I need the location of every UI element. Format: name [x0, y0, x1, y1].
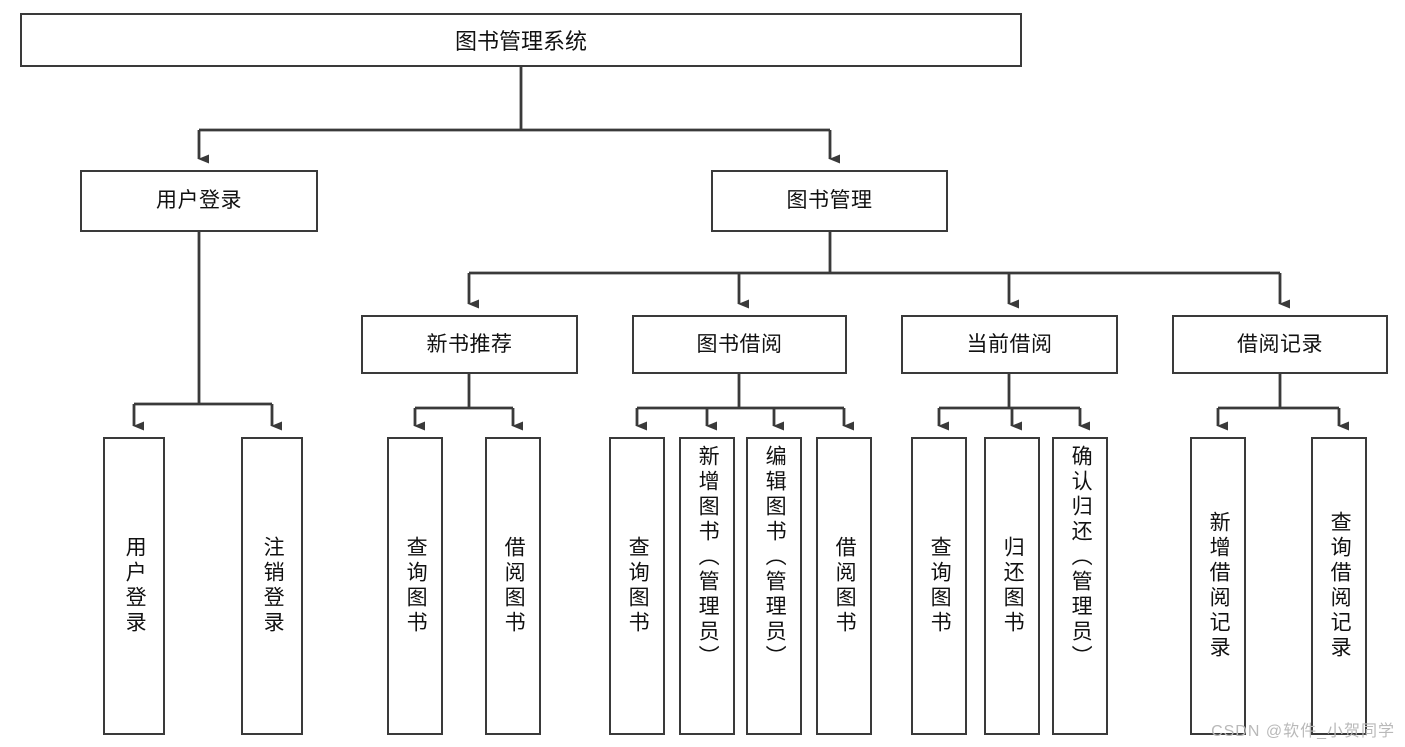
csdn-watermark: CSDN @软件_小贺同学: [1211, 723, 1395, 740]
node-new-book-rec[interactable]: 新书推荐: [361, 315, 578, 374]
leaf-label: 借阅图书: [502, 536, 526, 636]
leaf-add-record[interactable]: 新增借阅记录: [1190, 437, 1246, 735]
leaf-user-logout[interactable]: 注销登录: [241, 437, 303, 735]
leaf-borrow-book-1[interactable]: 借阅图书: [485, 437, 541, 735]
leaf-add-book[interactable]: 新增图书（管理员）: [679, 437, 735, 735]
leaf-label: 查询图书: [404, 536, 428, 636]
leaf-confirm-return[interactable]: 确认归还（管理员）: [1052, 437, 1108, 735]
leaf-label: 新增借阅记录: [1207, 511, 1231, 661]
node-book-manage[interactable]: 图书管理: [711, 170, 948, 232]
leaf-label: 新增图书（管理员）: [696, 445, 720, 670]
leaf-label: 查询借阅记录: [1328, 511, 1352, 661]
leaf-query-book-1[interactable]: 查询图书: [387, 437, 443, 735]
leaf-query-record[interactable]: 查询借阅记录: [1311, 437, 1367, 735]
node-book-borrow[interactable]: 图书借阅: [632, 315, 847, 374]
node-borrow-record[interactable]: 借阅记录: [1172, 315, 1388, 374]
leaf-user-login[interactable]: 用户登录: [103, 437, 165, 735]
leaf-label: 确认归还（管理员）: [1069, 445, 1093, 670]
leaf-label: 借阅图书: [833, 536, 857, 636]
leaf-label: 用户登录: [123, 536, 147, 636]
leaf-edit-book[interactable]: 编辑图书（管理员）: [746, 437, 802, 735]
node-user-login[interactable]: 用户登录: [80, 170, 318, 232]
leaf-return-book[interactable]: 归还图书: [984, 437, 1040, 735]
leaf-borrow-book-2[interactable]: 借阅图书: [816, 437, 872, 735]
leaf-label: 归还图书: [1001, 536, 1025, 636]
leaf-query-book-3[interactable]: 查询图书: [911, 437, 967, 735]
node-root-system[interactable]: 图书管理系统: [20, 13, 1022, 67]
leaf-label: 编辑图书（管理员）: [763, 445, 787, 670]
leaf-query-book-2[interactable]: 查询图书: [609, 437, 665, 735]
leaf-label: 查询图书: [626, 536, 650, 636]
node-current-borrow[interactable]: 当前借阅: [901, 315, 1118, 374]
leaf-label: 查询图书: [928, 536, 952, 636]
leaf-label: 注销登录: [261, 536, 285, 636]
